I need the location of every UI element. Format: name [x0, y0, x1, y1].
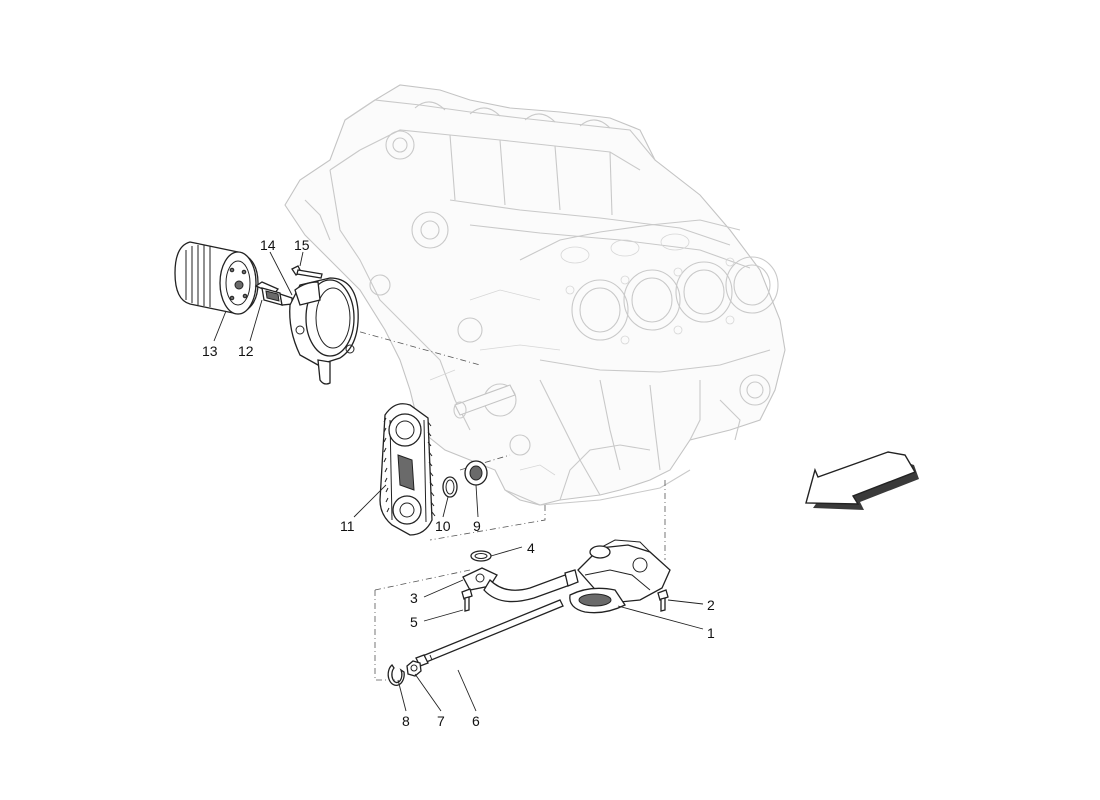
callout-4: 4 [527, 540, 535, 556]
callout-5: 5 [410, 614, 418, 630]
callout-6: 6 [472, 713, 480, 729]
leader-lines [213, 251, 704, 712]
callout-1: 1 [707, 625, 715, 641]
callout-9: 9 [473, 518, 481, 534]
engine-block-ghost [284, 84, 786, 506]
pump-shaft [415, 599, 564, 667]
seal-ring-9 [464, 460, 488, 486]
o-ring-10 [442, 476, 458, 498]
callout-3: 3 [410, 590, 418, 606]
gasket-4 [470, 550, 492, 562]
chain-drive [379, 403, 436, 536]
arrow-icon [805, 451, 919, 510]
nut-7 [406, 660, 422, 677]
callout-15: 15 [294, 237, 310, 253]
bolt-5 [461, 588, 473, 612]
callout-2: 2 [707, 597, 715, 613]
callout-7: 7 [437, 713, 445, 729]
callout-12: 12 [238, 343, 254, 359]
callout-labels: 1 2 3 4 5 6 7 8 9 10 11 12 13 14 15 [202, 237, 715, 729]
oil-pickup-pipe [462, 567, 579, 603]
bolt-2 [657, 589, 669, 612]
screw-15 [291, 265, 323, 279]
callout-14: 14 [260, 237, 276, 253]
oil-pump [569, 539, 671, 614]
oil-filter-housing [289, 277, 359, 385]
callout-10: 10 [435, 518, 451, 534]
assembly-lines [334, 324, 666, 681]
oil-filter [174, 241, 259, 315]
callout-8: 8 [402, 713, 410, 729]
callout-11: 11 [340, 518, 355, 534]
callout-13: 13 [202, 343, 218, 359]
circlip-8 [387, 664, 405, 686]
